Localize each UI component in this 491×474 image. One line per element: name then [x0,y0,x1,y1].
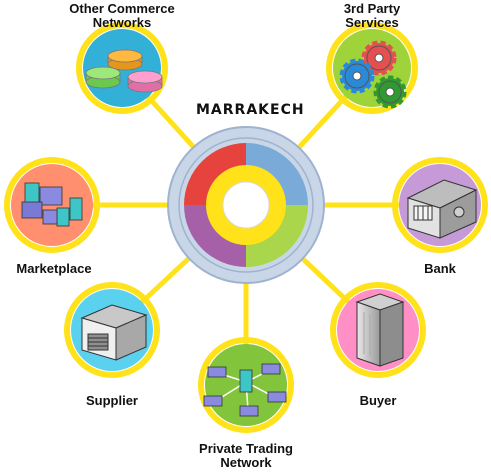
label-other-commerce-networks: Other Commerce Networks [57,2,187,30]
warehouse-icon [80,304,148,361]
label-line: Network [220,455,272,470]
label-buyer: Buyer [348,394,408,408]
node-marketplace[interactable] [4,157,100,253]
node-ring [64,282,160,378]
node-ring [76,22,168,114]
node-third-party-services[interactable] [326,22,418,114]
office-tower-icon [355,293,405,367]
node-buyer[interactable] [330,282,426,378]
hub-center [222,181,270,229]
label-line: Private Trading [199,441,293,456]
hub-outer-inner-line [178,137,314,273]
network-hub-icon [203,363,287,417]
node-other-commerce-networks[interactable] [76,22,168,114]
label-private-trading-network: Private Trading Network [181,442,311,470]
label-bank: Bank [415,262,465,276]
node-ring [4,157,100,253]
label-line: Buyer [359,393,397,408]
label-line: Services [345,15,399,30]
database-disks-icon [85,49,163,93]
node-supplier[interactable] [64,282,160,378]
label-third-party-services: 3rd Party Services [317,2,427,30]
label-line: Other Commerce [69,1,175,16]
node-ring [326,22,418,114]
node-ring [198,337,294,433]
central-hub [167,126,325,284]
label-supplier: Supplier [72,394,152,408]
label-line: Marketplace [16,261,92,276]
node-ring [330,282,426,378]
node-private-trading-network[interactable] [198,337,294,433]
buildings-cluster-icon [21,182,83,227]
label-line: 3rd Party [343,1,401,16]
label-line: Supplier [85,393,138,408]
label-line: Bank [424,261,456,276]
node-bank[interactable] [392,157,488,253]
label-line: Networks [92,15,152,30]
bank-safe-icon [406,179,478,239]
label-marketplace: Marketplace [2,262,106,276]
gears-icon [339,40,407,109]
diagram-title: MARRAKECH [196,102,305,118]
node-ring [392,157,488,253]
